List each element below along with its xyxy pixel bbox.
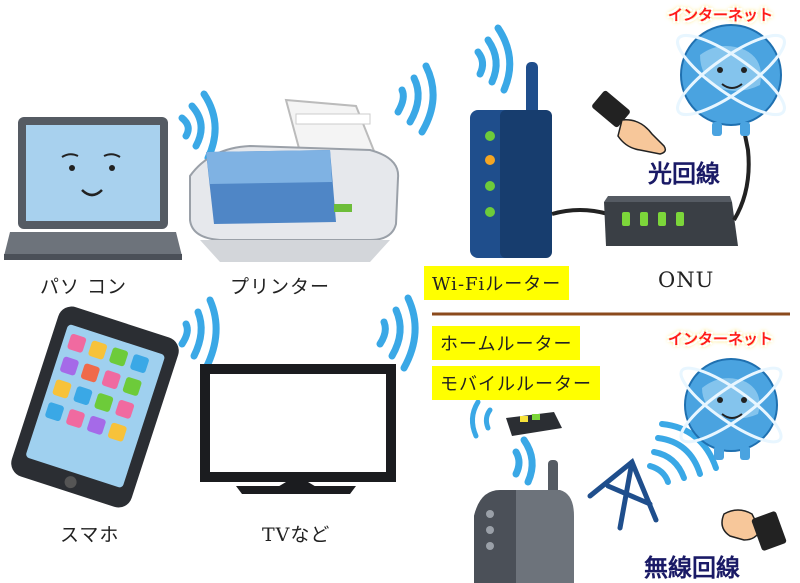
fiber-line-label: 光回線 [648,160,720,188]
wifi-wave-icon [178,90,219,162]
wifi-wave-icon [376,294,419,372]
tv-label: TVなど [262,524,331,546]
wifi-wave-icon [394,62,437,136]
wifi-router-label: Wi-Fiルーター [424,266,570,300]
wireless-line-label: 無線回線 [644,554,740,582]
internet-label-top: インターネット [668,6,774,24]
wifi-wave-icon [178,296,220,372]
wifi-wave-icon [470,399,493,439]
home-router-icon [474,460,574,583]
pc-label: パソ コン [40,276,128,298]
pointing-hand-icon [721,509,787,551]
onu-device-icon [604,196,738,246]
wifi-wave-icon [474,24,514,94]
pointing-hand-icon [592,90,667,155]
tv-icon [200,364,396,494]
printer-icon [189,98,400,262]
printer-label: プリンター [230,276,331,298]
laptop-icon [4,117,182,260]
antenna-icon [587,457,659,531]
radio-wave-icon [647,421,719,485]
wifi-wave-icon [512,436,536,486]
smartphone-label: スマホ [60,524,120,546]
internet-label-bottom: インターネット [668,330,774,348]
internet-globe-icon [676,24,786,136]
mobile-router-icon [506,412,562,436]
internet-globe-icon [679,358,783,460]
onu-label: ONU [658,268,715,292]
wifi-router-icon [470,62,552,258]
mobile-router-label: モバイルルーター [432,366,600,400]
smartphone-icon [11,306,179,508]
home-router-label: ホームルーター [432,326,581,360]
